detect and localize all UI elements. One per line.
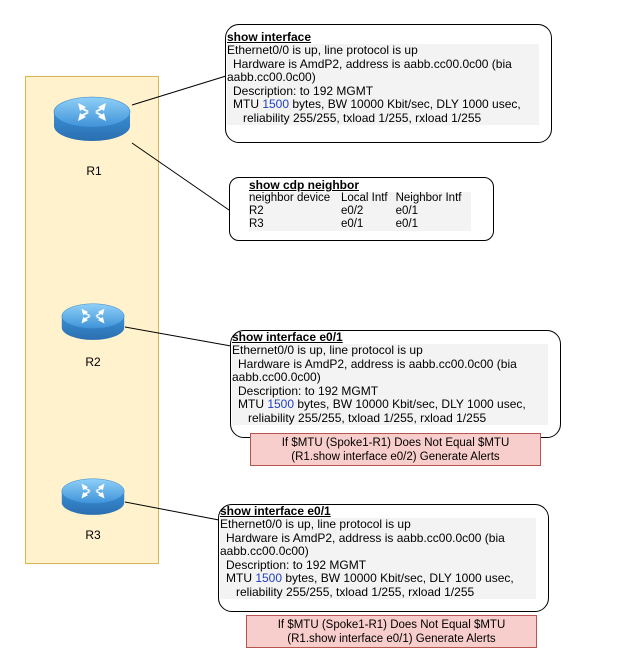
cdp-title: show cdp neighbor — [249, 178, 359, 192]
cdp-cell: e0/1 — [395, 218, 418, 230]
reliability-line: reliability 255/255, txload 1/255, rxloa… — [243, 110, 482, 125]
mtu-value: 1500 — [262, 97, 290, 111]
description-line: Description: to 192 MGMT — [233, 83, 374, 98]
router-r1-icon[interactable] — [52, 90, 132, 151]
reliability-line: reliability 255/255, txload 1/255, rxloa… — [236, 584, 475, 599]
connector-r1-cdp — [131, 142, 230, 211]
description-line: Description: to 192 MGMT — [226, 557, 367, 572]
interface-status-line: Ethernet0/0 is up, line protocol is up — [232, 343, 423, 357]
show-interface-r2-title: show interface e0/1 — [232, 330, 343, 344]
connector-r3-show-interface — [124, 501, 220, 521]
cdp-cell: R3 — [249, 218, 264, 230]
show-cdp-neighbor-box[interactable]: show cdp neighbor neighbor device Local … — [229, 177, 494, 241]
alert-r3-line2: (R1.show interface e0/1) Generate Alerts — [287, 633, 496, 645]
table-row: R2 e0/2 e0/1 — [249, 205, 471, 218]
show-interface-r1-title: show interface — [227, 30, 312, 44]
show-interface-r1-box[interactable]: show interface Ethernet0/0 is up, line p… — [225, 24, 552, 143]
router-r3-label: R3 — [85, 528, 101, 542]
show-interface-r2-box[interactable]: show interface e0/1 Ethernet0/0 is up, l… — [230, 330, 561, 438]
router-r2-icon[interactable] — [60, 298, 126, 349]
hardware-bia-line: aabb.cc00.0c00) — [227, 70, 316, 84]
mtu-alert-r3: If $MTU (Spoke1-R1) Does Not Equal $MTU … — [246, 615, 537, 648]
cdp-header-device: neighbor device — [249, 192, 331, 204]
hardware-bia-line: aabb.cc00.0c00) — [232, 370, 321, 384]
show-interface-r3-body: Ethernet0/0 is up, line protocol is up H… — [220, 517, 536, 599]
cdp-header-row: neighbor device Local Intf Neighbor Intf — [249, 192, 471, 205]
hardware-line: Hardware is AmdP2, address is aabb.cc00.… — [238, 356, 517, 371]
hardware-line: Hardware is AmdP2, address is aabb.cc00.… — [226, 530, 505, 545]
router-r3-icon[interactable] — [60, 473, 126, 524]
interface-status-line: Ethernet0/0 is up, line protocol is up — [220, 517, 411, 531]
cdp-cell: e0/1 — [395, 205, 418, 217]
router-r1-label: R1 — [86, 164, 102, 178]
cdp-cell: e0/2 — [340, 205, 364, 217]
hardware-line: Hardware is AmdP2, address is aabb.cc00.… — [233, 56, 512, 71]
show-interface-r1-body: Ethernet0/0 is up, line protocol is up H… — [227, 43, 539, 125]
mtu-line: MTU 1500 bytes, BW 10000 Kbit/sec, DLY 1… — [233, 97, 521, 111]
reliability-line: reliability 255/255, txload 1/255, rxloa… — [248, 410, 487, 425]
mtu-line: MTU 1500 bytes, BW 10000 Kbit/sec, DLY 1… — [238, 397, 526, 411]
table-row: R3 e0/1 e0/1 — [249, 218, 471, 231]
mtu-value: 1500 — [255, 571, 283, 585]
cdp-header-neighbor: Neighbor Intf — [395, 192, 462, 204]
show-interface-r3-box[interactable]: show interface e0/1 Ethernet0/0 is up, l… — [218, 504, 549, 612]
connector-r1-show-interface — [131, 75, 227, 106]
show-interface-r3-title: show interface e0/1 — [220, 504, 331, 518]
alert-r2-line2: (R1.show interface e0/2) Generate Alerts — [291, 451, 500, 463]
show-interface-r2-body: Ethernet0/0 is up, line protocol is up H… — [232, 343, 548, 425]
description-line: Description: to 192 MGMT — [238, 383, 379, 398]
cdp-cell: R2 — [249, 205, 264, 217]
alert-r2-line1: If $MTU (Spoke1-R1) Does Not Equal $MTU — [281, 437, 510, 449]
cdp-cell: e0/1 — [340, 218, 364, 230]
mtu-value: 1500 — [267, 397, 295, 411]
cdp-table: neighbor device Local Intf Neighbor Intf… — [249, 192, 471, 231]
mtu-line: MTU 1500 bytes, BW 10000 Kbit/sec, DLY 1… — [226, 571, 514, 585]
alert-r3-line1: If $MTU (Spoke1-R1) Does Not Equal $MTU — [277, 619, 506, 631]
router-r2-label: R2 — [85, 355, 101, 369]
cdp-header-local: Local Intf — [340, 192, 388, 204]
hardware-bia-line: aabb.cc00.0c00) — [220, 544, 309, 558]
mtu-alert-r2: If $MTU (Spoke1-R1) Does Not Equal $MTU … — [250, 433, 541, 466]
connector-r2-show-interface — [124, 326, 232, 347]
interface-status-line: Ethernet0/0 is up, line protocol is up — [227, 43, 418, 57]
